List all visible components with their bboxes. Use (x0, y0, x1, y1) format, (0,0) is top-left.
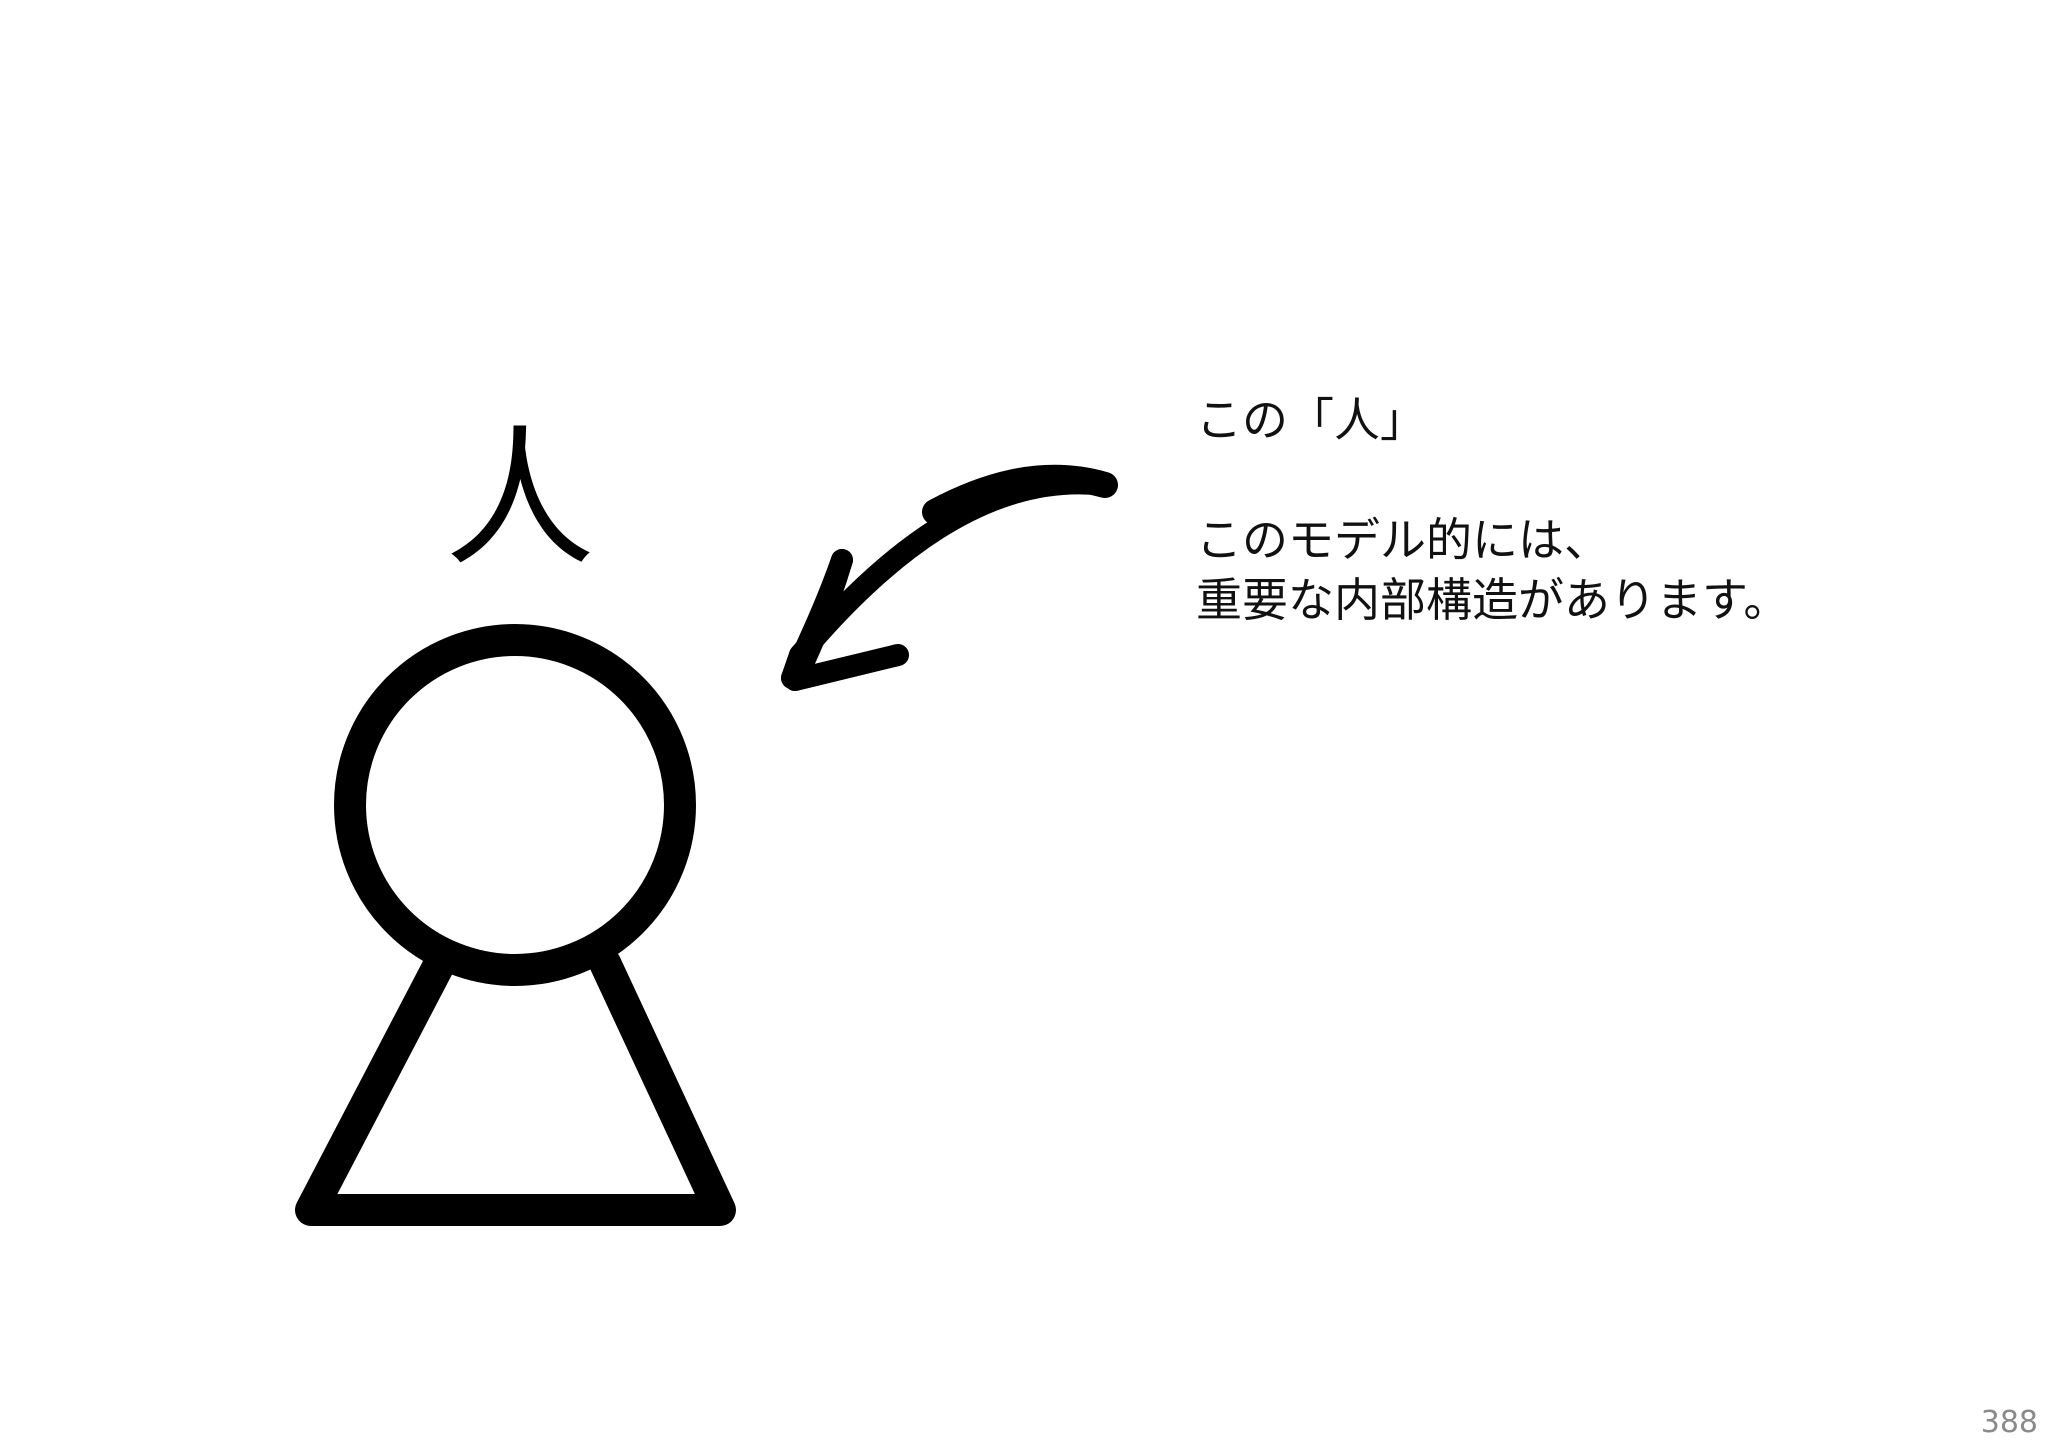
curved-arrow-icon (781, 464, 1118, 691)
arrow-shaft-tail (922, 464, 1118, 525)
note-spacer (1196, 450, 1789, 510)
note-line-2: このモデル的には、 (1196, 513, 1610, 567)
person-head-icon (334, 624, 696, 986)
note-line-3: 重要な内部構造があります。 (1196, 573, 1790, 627)
figure-label: 人 (444, 413, 595, 587)
person-body-icon (295, 947, 736, 1226)
note-line-1: この「人」 (1196, 393, 1426, 447)
arrow-head-bottom (784, 644, 909, 691)
person-pictogram-icon (295, 624, 736, 1226)
arrow-head-top (784, 549, 853, 691)
page-number: 388 (1980, 1405, 2038, 1440)
note-text: この「人」 このモデル的には、 重要な内部構造があります。 (1196, 390, 1789, 630)
